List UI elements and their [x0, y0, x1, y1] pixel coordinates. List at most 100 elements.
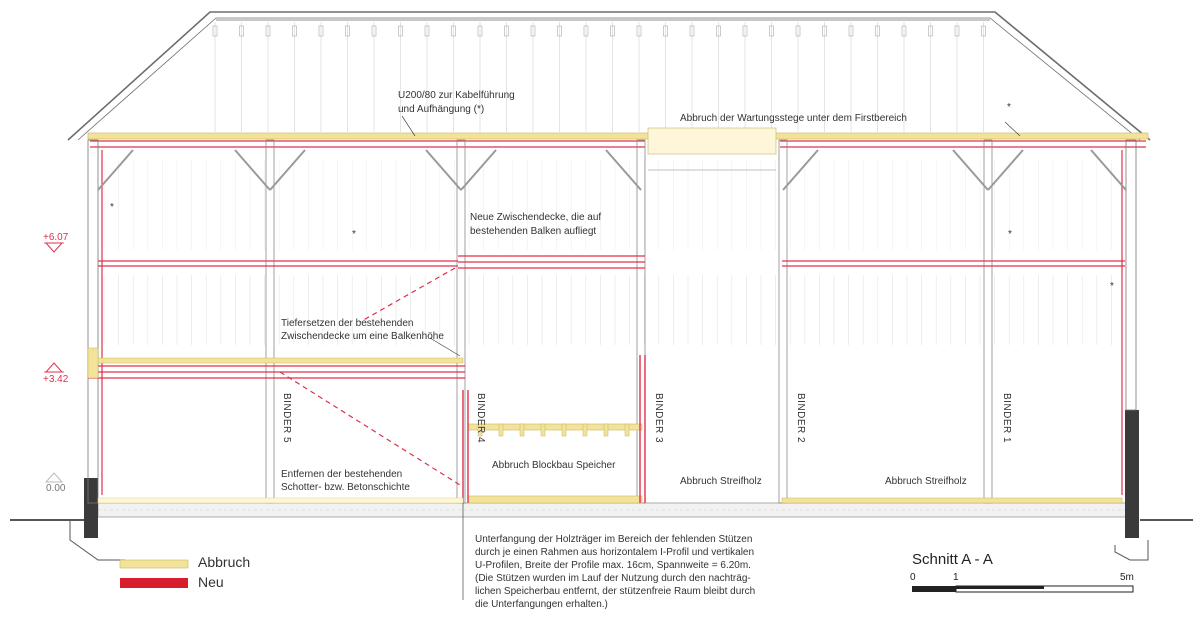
- note-kabel-line2: und Aufhängung (*): [398, 104, 485, 115]
- level-upper-triangle: [44, 242, 64, 253]
- middle-floor-abbruch: [87, 357, 464, 364]
- blockbau-pegs: [477, 423, 630, 437]
- level-markers: [44, 242, 64, 483]
- rafter-clip: [848, 25, 854, 37]
- note-entfernen-line1: Entfernen der bestehenden: [281, 469, 403, 480]
- asterisk-1: *: [110, 202, 114, 213]
- walls: [87, 139, 1137, 504]
- top-beam: [87, 127, 1149, 171]
- legend-swatches: [119, 559, 189, 588]
- streifholz-bar-left: [97, 497, 464, 504]
- rafter-clip: [901, 25, 907, 37]
- rafter-clip: [822, 25, 827, 37]
- rafter-clip: [742, 25, 748, 37]
- note-entfernen-line2: Schotter- bzw. Betonschichte: [281, 482, 410, 493]
- section-title: Schnitt A - A: [912, 551, 993, 568]
- binder-1-label: BINDER 1: [1001, 393, 1012, 444]
- streifholz: [97, 497, 1123, 504]
- roof-outline-outer: [67, 11, 1151, 141]
- leaders: [401, 115, 1021, 600]
- legend-neu-swatch: [120, 578, 188, 588]
- rafter-clip: [610, 25, 615, 37]
- rafter-clip: [689, 25, 695, 37]
- rafter-clip: [795, 25, 801, 37]
- blockbau-peg: [582, 423, 588, 437]
- binder-3-label: BINDER 3: [653, 393, 664, 444]
- rafter-clip: [928, 25, 933, 37]
- rafter-clip: [292, 25, 297, 37]
- brace: [269, 149, 306, 191]
- rafter-clip: [398, 25, 403, 37]
- rafter-clip: [530, 25, 536, 37]
- blockbau-bottom: [467, 495, 643, 504]
- middle-floor: [87, 347, 465, 379]
- level-middle-triangle: [44, 362, 64, 373]
- binder-2-label: BINDER 2: [795, 393, 806, 444]
- binder-post: [636, 139, 646, 504]
- blockbau-peg: [540, 423, 546, 437]
- rafter-clip: [477, 25, 483, 37]
- binder-5-label: BINDER 5: [281, 393, 292, 444]
- binder-post: [983, 139, 993, 504]
- blockbau: [462, 355, 646, 504]
- blockbau-peg: [624, 423, 630, 437]
- foundation-right-outline: [1114, 540, 1149, 561]
- right-wall: [1125, 139, 1137, 411]
- brace: [987, 149, 1024, 191]
- brace: [1090, 149, 1127, 191]
- scale-segment-3: [956, 586, 1044, 589]
- middle-floor-block-left: [87, 347, 99, 379]
- streifholz-bar: [781, 497, 1123, 504]
- brace: [97, 149, 134, 191]
- note-unterfangung-line6: die Unterfangungen erhalten.): [475, 599, 608, 610]
- blockbau-peg: [477, 423, 483, 437]
- rafter-clip: [212, 25, 218, 37]
- note-tiefersetzen-line2: Zwischendecke um eine Balkenhöhe: [281, 331, 444, 342]
- roof-rafters: [103, 22, 1112, 345]
- rafter-clip: [371, 25, 377, 37]
- rafter-clip: [663, 25, 668, 37]
- rafter-clip: [318, 25, 324, 37]
- rafter-clip: [716, 25, 721, 37]
- level-upper-label: +6.07: [43, 232, 69, 243]
- note-unterfangung-line2: durch je einen Rahmen aus horizontalem I…: [475, 547, 755, 558]
- leader-wartung: [1004, 121, 1021, 137]
- scale-segment-1: [912, 586, 956, 592]
- blockbau-peg: [561, 423, 567, 437]
- rafter-clip: [583, 25, 589, 37]
- top-beam-abbruch: [87, 132, 1149, 140]
- rafter-clip: [345, 25, 350, 37]
- legend-neu-label: Neu: [198, 574, 224, 590]
- note-unterfangung-line4: (Die Stützen wurden im Lauf der Nutzung …: [475, 573, 751, 584]
- leader-tiefersetzen: [429, 337, 461, 357]
- roof-outline-inner: [77, 17, 1141, 141]
- roof: [67, 11, 1151, 141]
- leader-kabel: [401, 115, 416, 137]
- legend-abbruch-label: Abbruch: [198, 554, 251, 570]
- rafter-clip: [557, 25, 562, 37]
- foundation-left-outline: [69, 520, 125, 561]
- asterisk-4: *: [1008, 229, 1012, 240]
- foundation-right: [1125, 410, 1139, 538]
- brace: [952, 149, 989, 191]
- note-zwischendecke-line2: bestehenden Balken aufliegt: [470, 226, 597, 237]
- rafter-clip: [424, 25, 430, 37]
- binder-post: [456, 139, 466, 504]
- asterisk-2: *: [352, 229, 356, 240]
- note-unterfangung-line1: Unterfangung der Holzträger im Bereich d…: [475, 534, 753, 545]
- stair-hints: [279, 267, 461, 486]
- binder-post: [778, 139, 788, 504]
- level-ground-label: 0.00: [46, 483, 66, 494]
- asterisk-5: *: [1110, 281, 1114, 292]
- note-wartung: Abbruch der Wartungsstege unter dem Firs…: [680, 113, 907, 124]
- note-streifholz-2: Abbruch Streifholz: [885, 476, 967, 487]
- rafter-clip: [636, 25, 642, 37]
- rafter-clip: [265, 25, 271, 37]
- brace: [605, 149, 642, 191]
- scale-label-5: 5m: [1120, 572, 1134, 583]
- rafter-clip: [875, 25, 880, 37]
- scale-bar: [912, 585, 1134, 593]
- braces: [97, 149, 1127, 191]
- note-kabel-line1: U200/80 zur Kabelführung: [398, 90, 515, 101]
